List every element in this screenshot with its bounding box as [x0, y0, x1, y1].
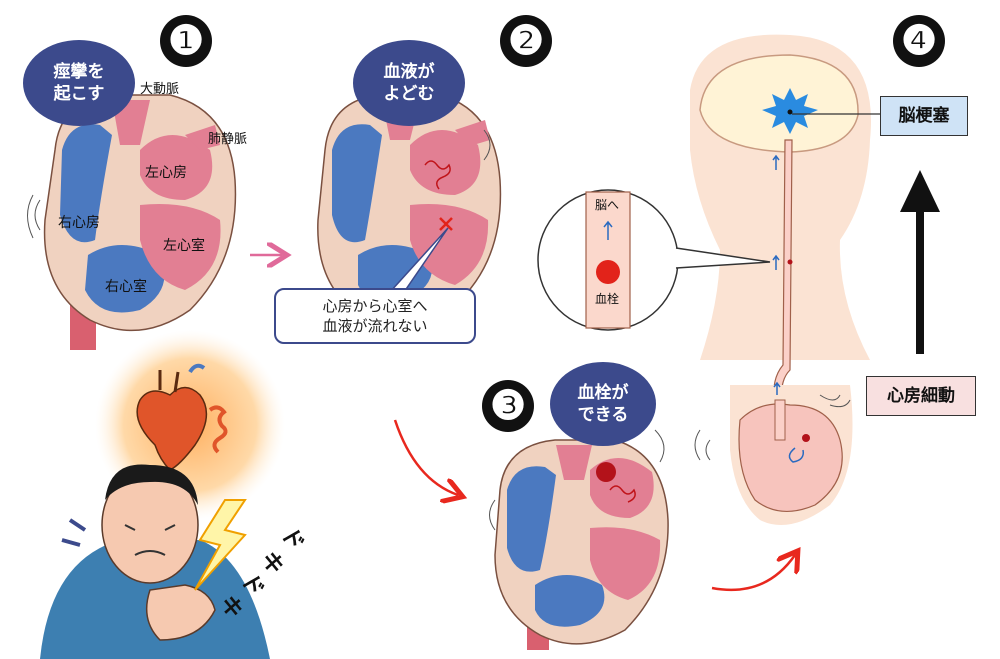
step-3-number: ❸ [482, 380, 534, 432]
heart-1-icon [43, 94, 237, 350]
label-left-ventricle: 左心室 [163, 238, 205, 254]
label-pulmonary-vein: 肺静脈 [208, 132, 248, 147]
bubble-text-line1: 血液が [383, 62, 435, 82]
bubble-text-line2: できる [577, 405, 629, 425]
callout-no-flow: 心房から心室へ 血液が流れない [274, 288, 476, 344]
up-arrow-icon [900, 170, 940, 354]
label-left-atrium: 左心房 [145, 165, 187, 181]
step-4-number: ❹ [893, 15, 945, 67]
callout-line1: 心房から心室へ [322, 297, 428, 315]
callout-line2: 血液が流れない [322, 317, 428, 335]
box-cerebral-infarction: 脳梗塞 [880, 96, 968, 136]
bubble-clot-forms: 血栓が できる [550, 362, 656, 446]
vessel-zoom-inset [537, 189, 771, 331]
bubble-blood-stagnates: 血液が よどむ [353, 40, 465, 126]
heart-3-icon [494, 439, 669, 650]
inset-label-to-brain: 脳へ [595, 198, 620, 212]
bubble-text-line1: 血栓が [577, 383, 629, 403]
step-2-number: ❷ [500, 15, 552, 67]
label-right-atrium: 右心房 [58, 215, 100, 231]
bubble-convulsion: 痙攣を 起こす [23, 40, 135, 126]
inset-label-clot: 血栓 [595, 292, 620, 306]
step-1-number: ❶ [160, 15, 212, 67]
heart-4-icon [730, 381, 853, 525]
bubble-text-line2: よどむ [383, 84, 435, 104]
head-silhouette-icon [690, 34, 871, 360]
box-atrial-fibrillation: 心房細動 [866, 376, 976, 416]
bubble-text-line2: 起こす [53, 84, 105, 104]
label-aorta: 大動脈 [140, 82, 180, 97]
bubble-text-line1: 痙攣を [53, 62, 105, 82]
label-right-ventricle: 右心室 [105, 279, 147, 295]
brain-infarct-icon [762, 88, 818, 134]
